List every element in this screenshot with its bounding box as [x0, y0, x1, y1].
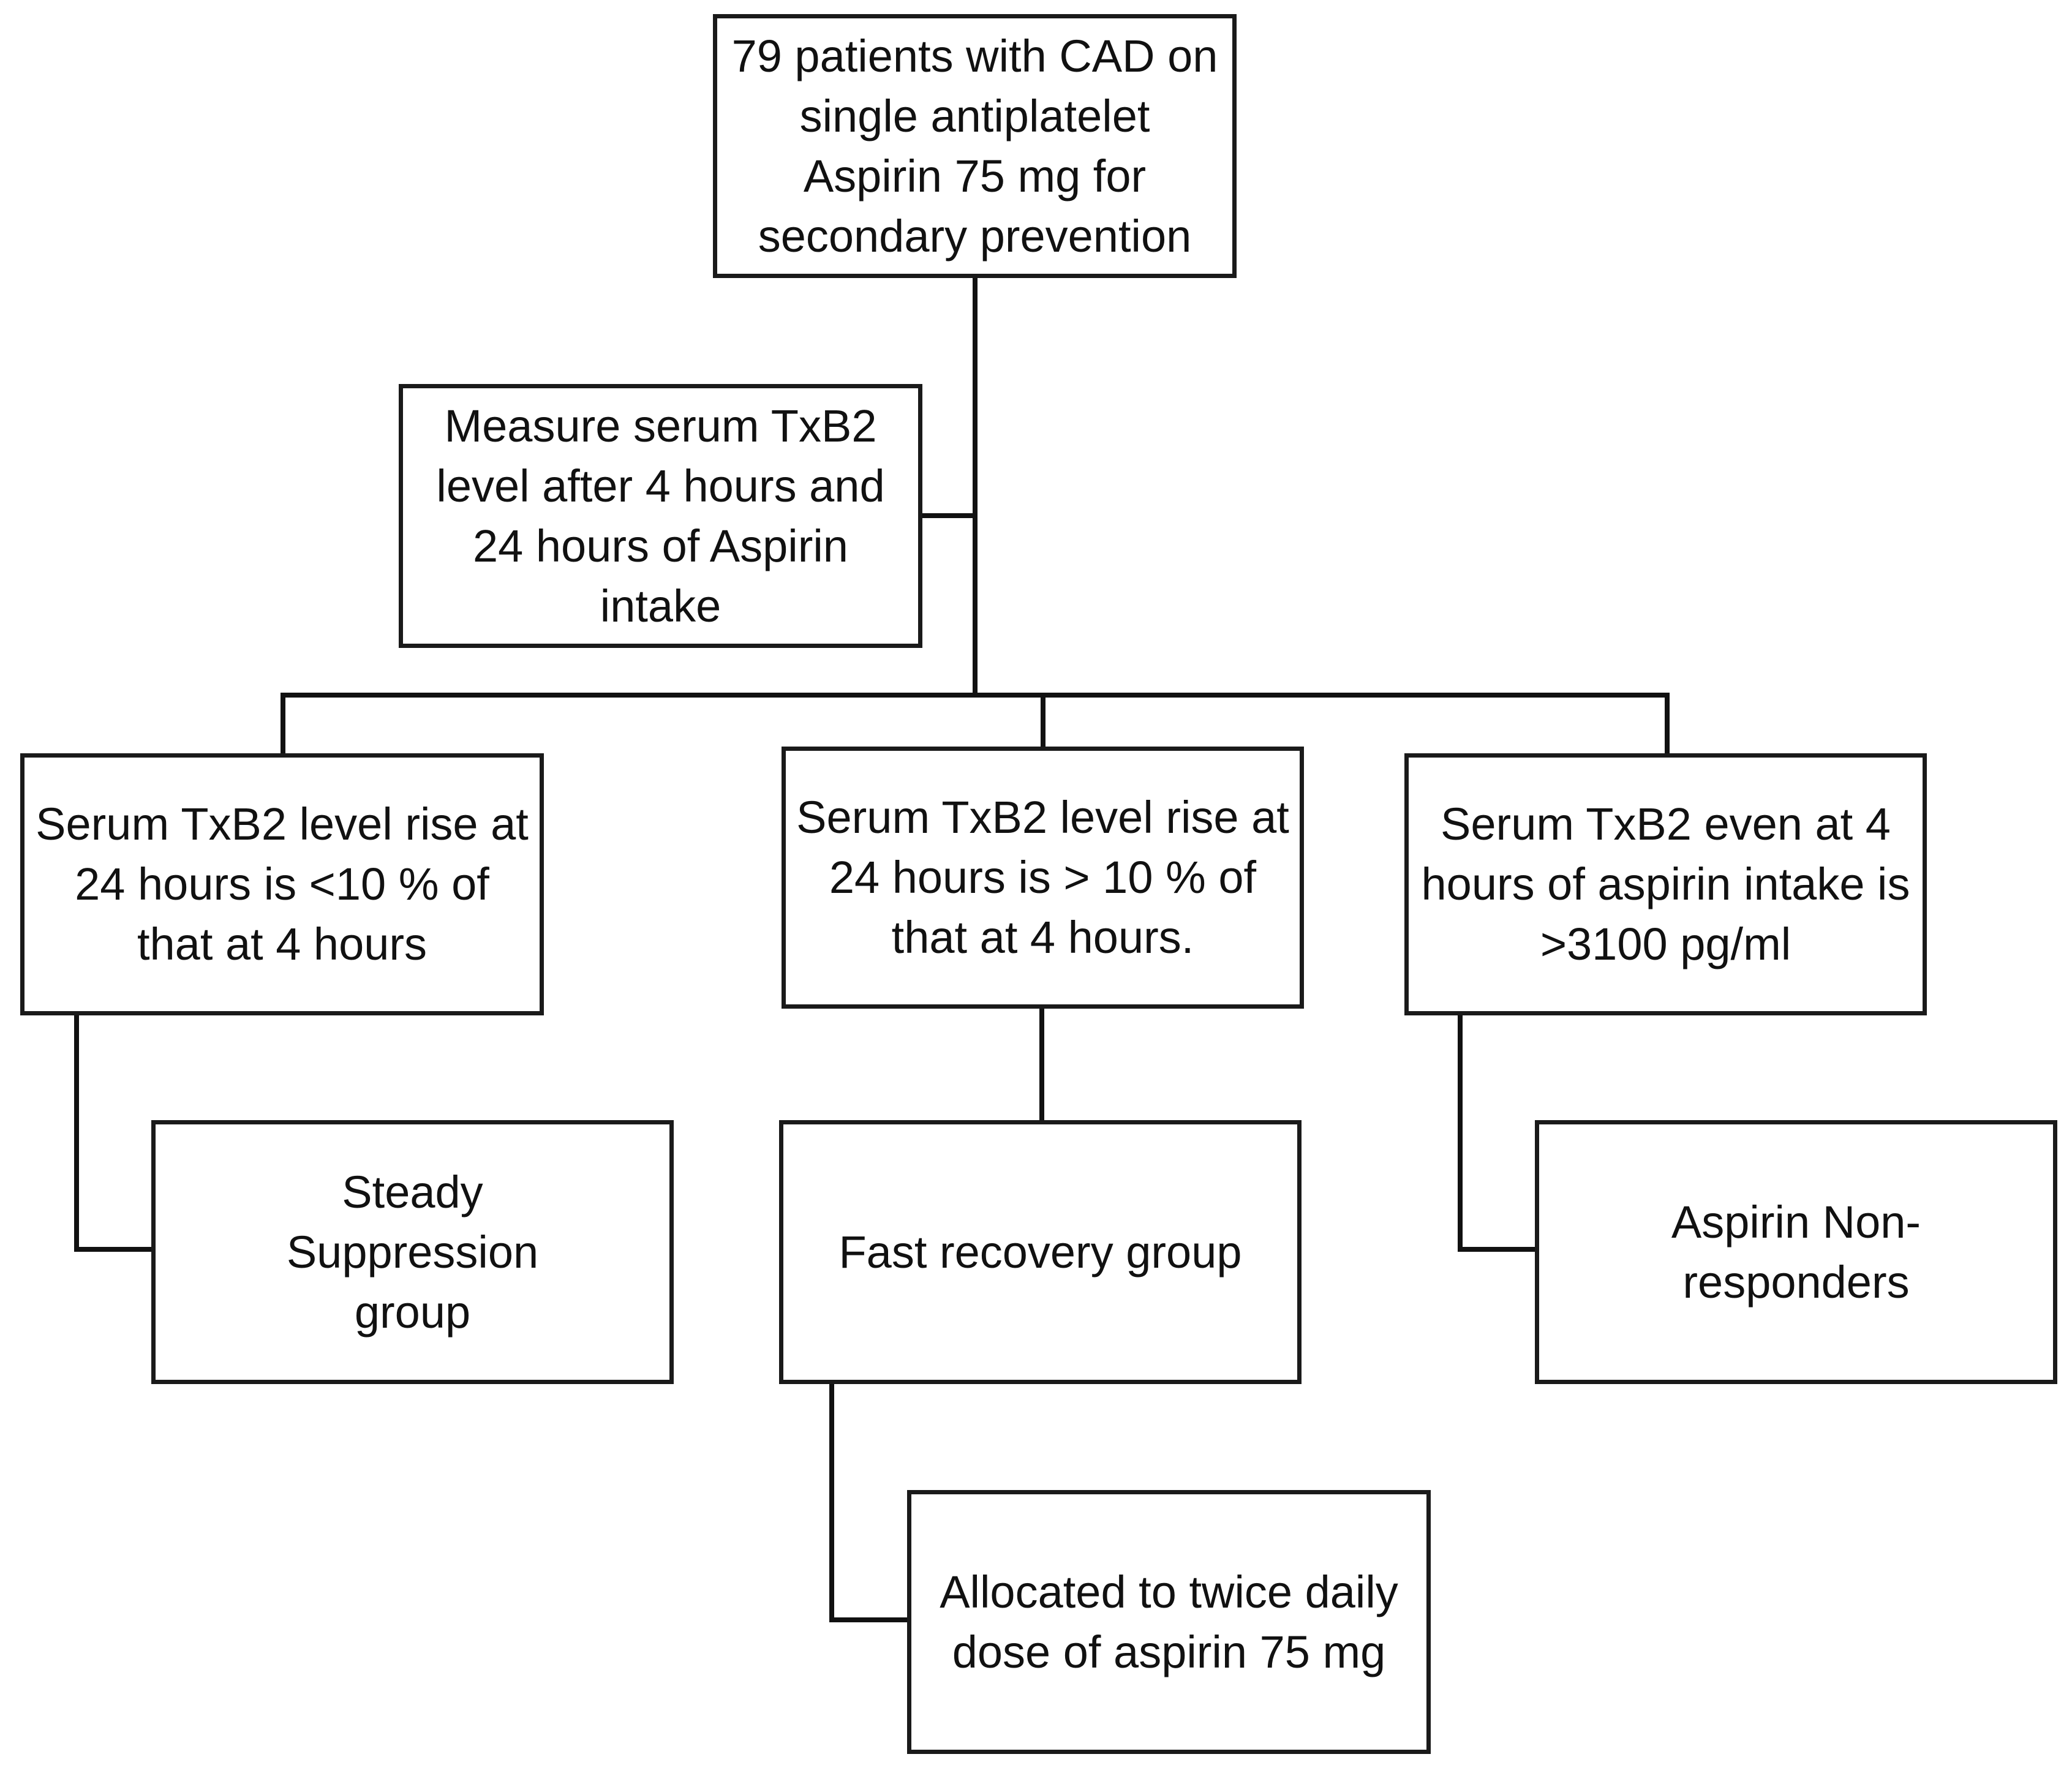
criterion-nonresponse-box: Serum TxB2 even at 4 hours of aspirin in… — [1404, 753, 1927, 1015]
fast-recovery-text: Fast recovery group — [838, 1226, 1242, 1278]
measure-text: Measure serum TxB2 level after 4 hours a… — [436, 400, 885, 631]
measure-box: Measure serum TxB2 level after 4 hours a… — [399, 384, 922, 648]
fast-recovery-box: Fast recovery group — [779, 1120, 1302, 1384]
allocated-box: Allocated to twice daily dose of aspirin… — [907, 1490, 1431, 1754]
criterion-nonresponse-text: Serum TxB2 even at 4 hours of aspirin in… — [1421, 799, 1910, 969]
criterion-high-text: Serum TxB2 level rise at 24 hours is > 1… — [796, 792, 1289, 963]
start-text: 79 patients with CAD on single antiplate… — [731, 30, 1218, 262]
steady-suppression-box: Steady Suppression group — [151, 1120, 674, 1384]
criterion-high-box: Serum TxB2 level rise at 24 hours is > 1… — [782, 747, 1304, 1009]
non-responders-text: Aspirin Non-responders — [1671, 1196, 1921, 1308]
non-responders-box: Aspirin Non-responders — [1535, 1120, 2057, 1384]
criterion-low-text: Serum TxB2 level rise at 24 hours is <10… — [36, 799, 529, 969]
criterion-low-box: Serum TxB2 level rise at 24 hours is <10… — [20, 753, 544, 1015]
steady-suppression-text: Steady Suppression group — [286, 1166, 539, 1338]
allocated-text: Allocated to twice daily dose of aspirin… — [940, 1566, 1398, 1677]
start-box: 79 patients with CAD on single antiplate… — [713, 14, 1237, 278]
